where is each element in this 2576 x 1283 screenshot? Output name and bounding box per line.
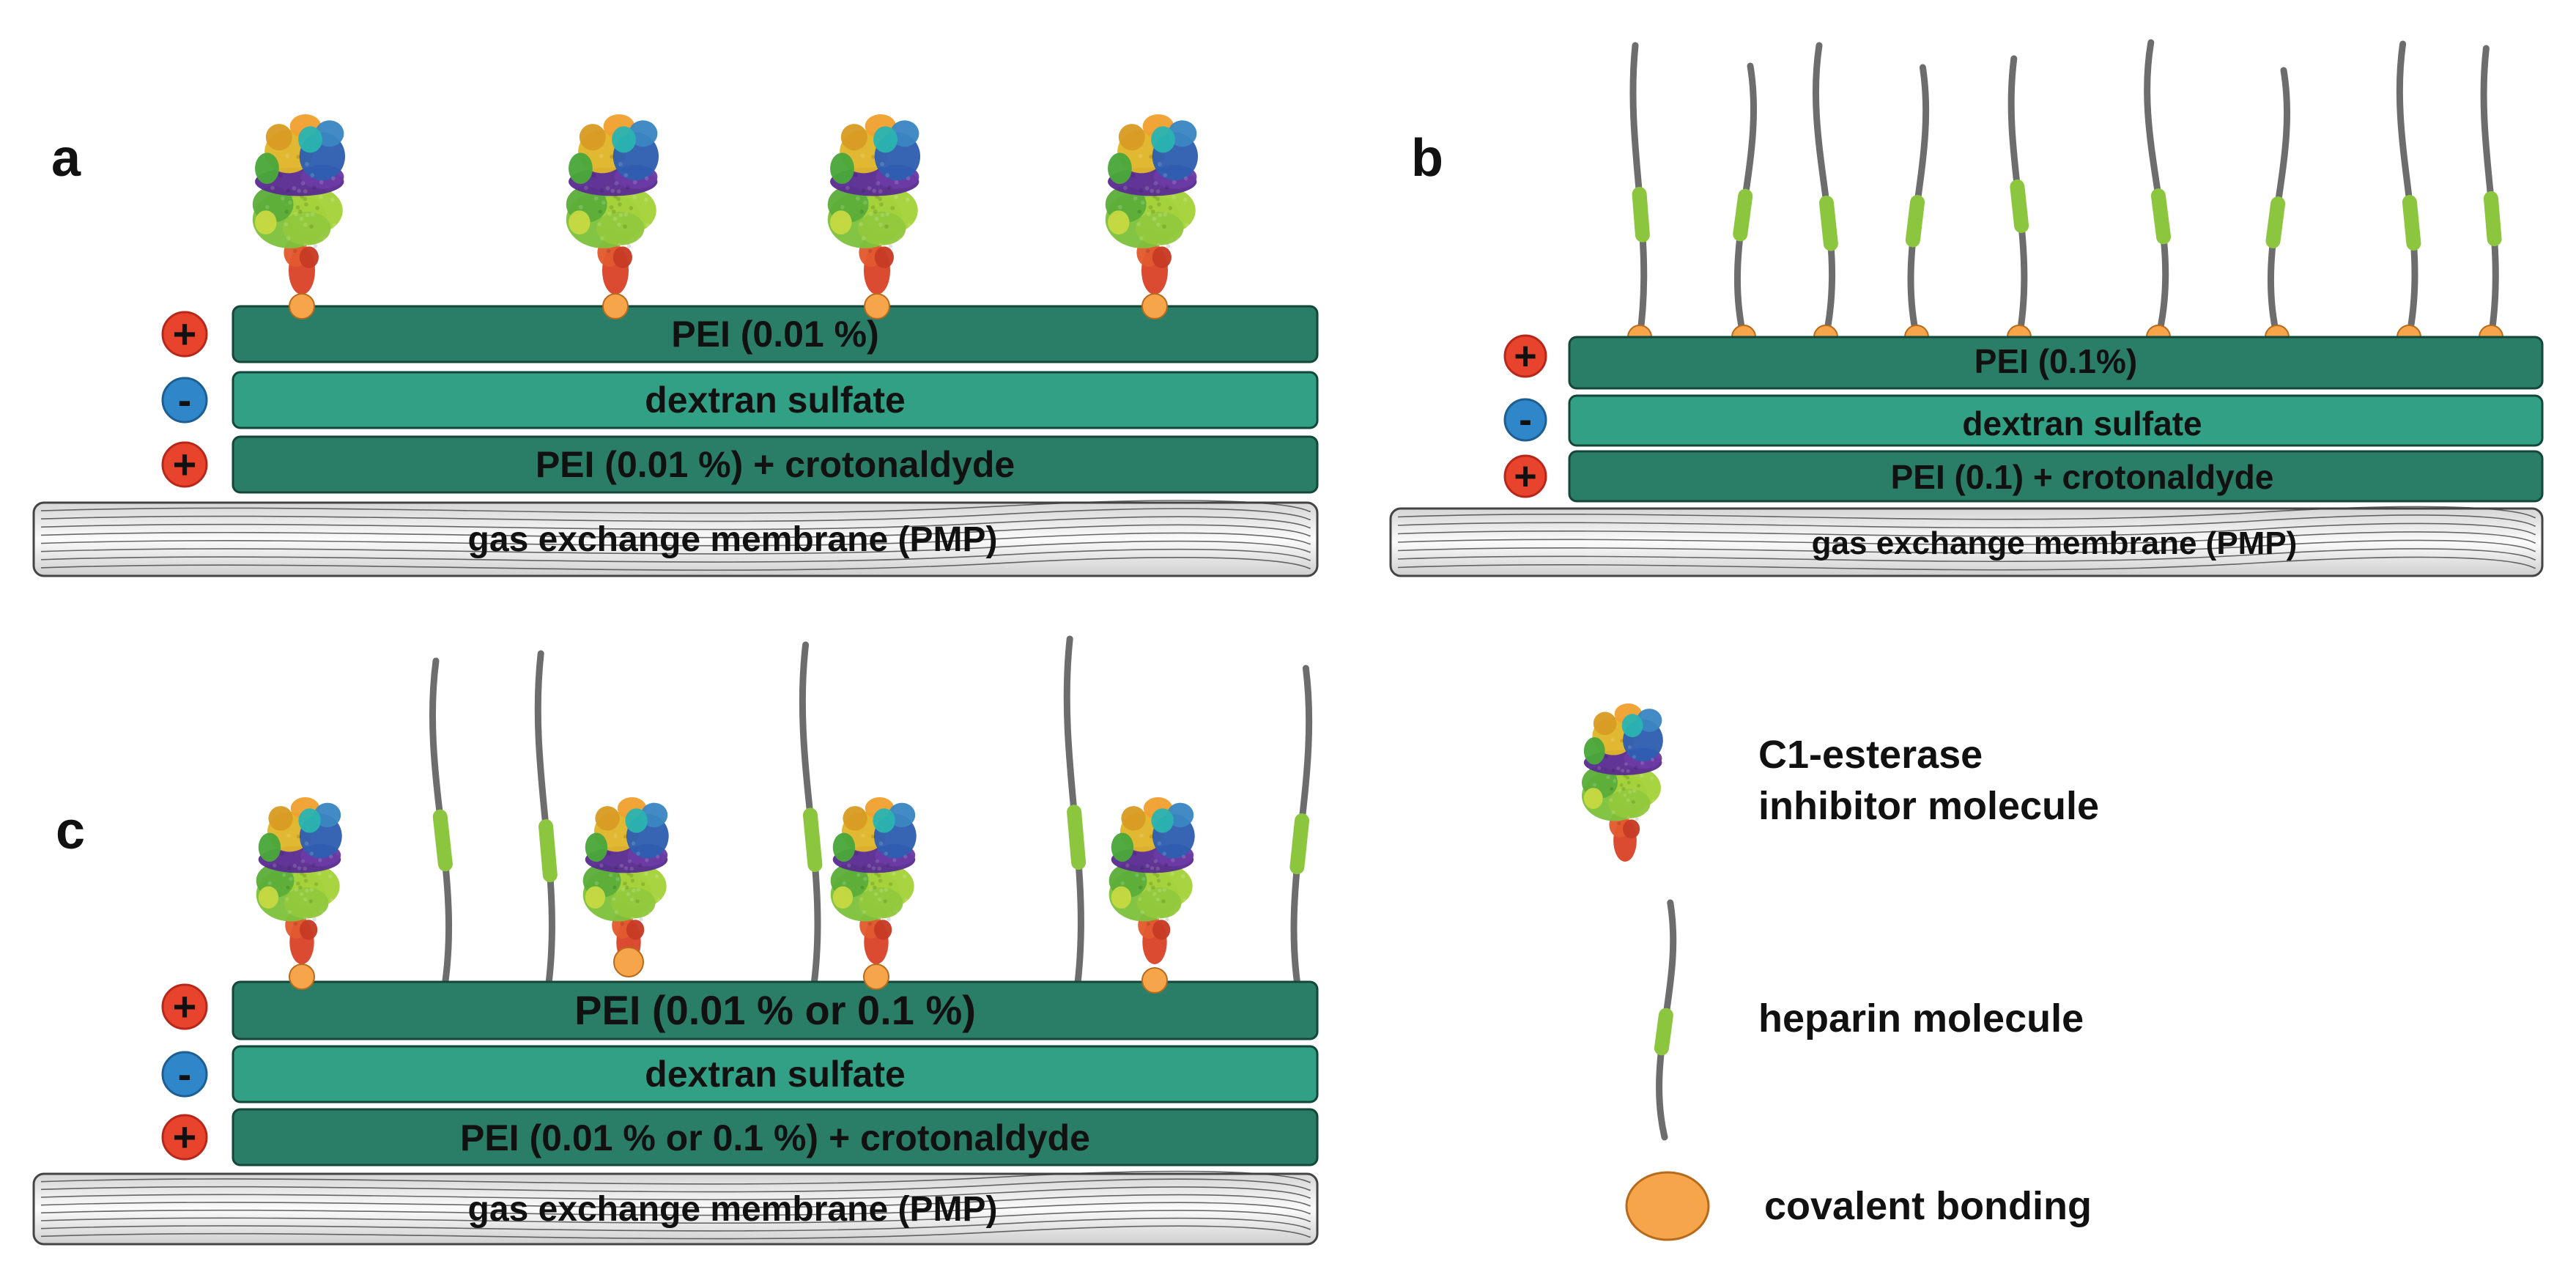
layer-label: PEI (0.01 % or 0.1 %) + crotonaldyde <box>460 1117 1090 1158</box>
plus-icon: + <box>173 311 197 357</box>
minus-icon: - <box>1519 398 1532 442</box>
pei-top-layer: PEI (0.01 %) <box>232 305 1319 363</box>
bond-node <box>613 947 644 977</box>
layer-label: dextran sulfate <box>645 380 906 421</box>
inhibitor-molecule <box>1109 797 1195 964</box>
legend: C1-esterase inhibitor molecule heparin m… <box>1581 703 2099 1241</box>
minus-icon: - <box>178 1051 192 1097</box>
inhibitor-molecule <box>566 114 659 295</box>
membrane-texture <box>40 500 1311 571</box>
minus-icon: - <box>178 377 192 423</box>
positive-charge: + <box>161 983 208 1030</box>
bond-node <box>602 293 629 319</box>
plus-icon: + <box>173 441 197 487</box>
layer-label: PEI (0.01 %) <box>671 314 878 355</box>
panel-c: c PEI (0.01 % or 0.1 %) + dextran sulfat… <box>32 635 1319 1246</box>
bond-node <box>863 964 889 990</box>
legend-inhibitor-line2: inhibitor molecule <box>1758 784 2099 828</box>
panel-a: a PEI (0.01 %) + dextran sulfate - <box>32 114 1319 577</box>
positive-charge: + <box>161 311 208 358</box>
pei-crotonaldyde-layer: PEI (0.1) + crotonaldyde <box>1568 450 2544 503</box>
bond-node <box>289 293 315 319</box>
inhibitor-molecule <box>827 114 921 295</box>
panel-a-molecules <box>252 114 1199 295</box>
dextran-sulfate-layer: dextran sulfate <box>232 1045 1319 1103</box>
positive-charge: + <box>161 441 208 488</box>
layer-label: dextran sulfate <box>645 1054 906 1095</box>
legend-bond: covalent bonding <box>1764 1184 2092 1228</box>
panel-a-bonds <box>289 293 1168 319</box>
plus-icon: + <box>173 983 197 1029</box>
panel-a-label: a <box>51 129 81 188</box>
bond-node <box>1141 293 1168 319</box>
plus-icon: + <box>1514 454 1537 498</box>
panel-c-molecules <box>256 797 1195 964</box>
gas-exchange-membrane: gas exchange membrane (PMP) <box>32 1170 1319 1246</box>
positive-charge: + <box>1503 334 1547 378</box>
protein-icon <box>1581 703 1663 862</box>
layer-label: PEI (0.01 %) + crotonaldyde <box>536 444 1015 485</box>
membrane-label: gas exchange membrane (PMP) <box>468 520 998 559</box>
bond-node <box>864 293 890 319</box>
membrane-texture <box>1397 506 2536 571</box>
plus-icon: + <box>1514 334 1537 378</box>
negative-charge: - <box>1503 398 1547 442</box>
dextran-sulfate-layer: dextran sulfate <box>1568 394 2544 447</box>
layer-label: PEI (0.01 % or 0.1 %) <box>574 987 976 1033</box>
bond-node <box>289 964 315 990</box>
inhibitor-molecule <box>252 114 346 295</box>
plus-icon: + <box>173 1114 197 1160</box>
dextran-sulfate-layer: dextran sulfate <box>232 371 1319 429</box>
layer-label: PEI (0.1%) <box>1974 342 2137 380</box>
legend-inhibitor-line1: C1-esterase <box>1758 733 1983 777</box>
pei-crotonaldyde-layer: PEI (0.01 %) + crotonaldyde <box>232 435 1319 494</box>
positive-charge: + <box>1503 454 1547 498</box>
panel-b-label: b <box>1411 129 1443 188</box>
legend-heparin: heparin molecule <box>1758 997 2084 1040</box>
bond-icon <box>1625 1171 1710 1241</box>
pei-crotonaldyde-layer: PEI (0.01 % or 0.1 %) + crotonaldyde <box>232 1108 1319 1166</box>
heparin-icon <box>1654 899 1677 1141</box>
negative-charge: - <box>161 377 208 424</box>
panel-c-bonds <box>289 947 1168 994</box>
negative-charge: - <box>161 1051 208 1098</box>
gas-exchange-membrane: gas exchange membrane (PMP) <box>1389 506 2544 577</box>
layer-label: PEI (0.1) + crotonaldyde <box>1891 458 2274 496</box>
panel-b-heparins <box>1627 39 2503 350</box>
positive-charge: + <box>161 1114 208 1161</box>
panel-c-label: c <box>56 802 85 860</box>
inhibitor-molecule <box>582 797 669 964</box>
pei-top-layer: PEI (0.01 % or 0.1 %) <box>232 980 1319 1040</box>
membrane-label: gas exchange membrane (PMP) <box>1812 525 2298 561</box>
membrane-texture <box>40 1170 1311 1240</box>
panel-b: b PEI (0.1%) + dextran sulfate - PEI (0.… <box>1389 39 2544 577</box>
membrane-label: gas exchange membrane (PMP) <box>468 1190 998 1229</box>
inhibitor-molecule <box>830 797 917 964</box>
inhibitor-molecule <box>1105 114 1199 295</box>
bond-node <box>1141 967 1168 994</box>
layer-label: dextran sulfate <box>1962 404 2202 443</box>
pei-top-layer: PEI (0.1%) <box>1568 336 2544 390</box>
inhibitor-molecule <box>256 797 342 964</box>
gas-exchange-membrane: gas exchange membrane (PMP) <box>32 500 1319 577</box>
